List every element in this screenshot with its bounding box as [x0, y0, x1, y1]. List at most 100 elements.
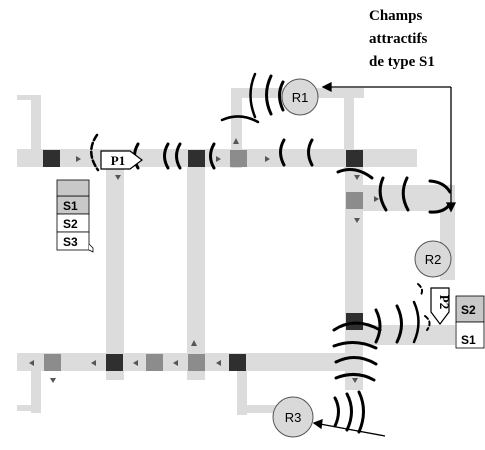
- node-mid: [346, 192, 363, 209]
- node-mid: [188, 354, 205, 371]
- track-nodes: [43, 150, 363, 371]
- track-segment: [237, 370, 247, 415]
- product-label: P1: [111, 153, 125, 168]
- arrow-down-icon: [50, 378, 56, 383]
- product-tag: [430, 287, 450, 325]
- arrow-left-icon: [29, 360, 34, 366]
- arrow-right-icon: [216, 156, 221, 162]
- arrow-left-icon: [91, 360, 96, 366]
- product-p1: P1: [100, 150, 143, 170]
- robot-r3: R3: [272, 396, 314, 438]
- field-arc: [278, 80, 285, 112]
- field-arc: [374, 308, 382, 344]
- track-segment: [31, 95, 41, 159]
- annotation-pointer: [312, 81, 457, 437]
- robot-circle: [414, 240, 452, 278]
- product-label: P2: [437, 295, 452, 309]
- arrow-down-icon: [352, 378, 358, 383]
- direction-arrows: [29, 138, 379, 383]
- field-arc: [249, 72, 257, 119]
- stack-top-box: [56, 179, 90, 197]
- stack-item: S1: [63, 199, 78, 213]
- field-arc: [175, 142, 182, 170]
- field-arc: [412, 300, 420, 344]
- node-mid: [44, 354, 61, 371]
- robot-circle: [272, 396, 314, 438]
- field-arc: [395, 304, 403, 344]
- arrow-down-icon: [445, 202, 457, 213]
- track-segment: [344, 88, 364, 98]
- stack-cell: [455, 321, 485, 349]
- stack-item: S3: [63, 235, 78, 249]
- track-segment: [106, 160, 124, 380]
- attractive-field-arcs: [90, 72, 452, 434]
- track-segment: [187, 160, 205, 380]
- pointer-line: [319, 423, 386, 437]
- annotation-text: Champs attractifs de type S1: [369, 8, 435, 70]
- robot-circle: [281, 78, 319, 116]
- arrow-down-icon: [115, 175, 121, 180]
- node-mid: [230, 150, 247, 167]
- field-arc: [424, 315, 431, 331]
- field-arc: [378, 176, 388, 212]
- stack-item: S2: [461, 303, 476, 317]
- arrow-left-icon: [216, 360, 221, 366]
- node-mid: [146, 354, 163, 371]
- track-segment: [345, 185, 455, 211]
- field-arc: [220, 115, 260, 124]
- arrow-down-icon: [354, 175, 360, 180]
- stack-item: S1: [461, 333, 476, 347]
- field-arc: [336, 168, 374, 180]
- node-dark: [346, 150, 363, 167]
- field-arc: [265, 74, 273, 116]
- field-arc: [357, 390, 365, 434]
- node-dark: [188, 150, 205, 167]
- field-arc: [307, 138, 314, 167]
- track-segment: [31, 353, 41, 413]
- field-arc: [401, 176, 410, 212]
- arrow-right-icon: [265, 156, 270, 162]
- track-segment: [237, 405, 277, 413]
- annotation-line: attractifs: [369, 31, 427, 47]
- track-segment: [17, 95, 39, 100]
- field-arc: [428, 179, 452, 194]
- robot-label: R3: [285, 410, 302, 425]
- arrow-left-icon: [133, 360, 138, 366]
- arrow-left-icon: [173, 360, 178, 366]
- field-arc: [209, 142, 216, 170]
- field-arc: [279, 138, 286, 167]
- node-dark: [106, 354, 123, 371]
- robot-r1: R1: [281, 78, 319, 116]
- stack-cell: [56, 231, 90, 251]
- node-dark: [346, 313, 363, 330]
- field-arc: [332, 321, 382, 332]
- arrow-down-icon: [354, 218, 360, 223]
- arrow-right-icon: [76, 156, 81, 162]
- track-segment: [231, 88, 242, 168]
- stack-left: S1 S2 S3: [56, 179, 94, 253]
- product-tag: [100, 150, 143, 170]
- robot-label: R1: [292, 90, 309, 105]
- stack-fold: [88, 243, 94, 253]
- product-p2: P2: [430, 287, 452, 325]
- node-dark: [229, 354, 246, 371]
- field-arc: [333, 396, 340, 428]
- robot-label: R2: [425, 252, 442, 267]
- field-arc: [163, 142, 170, 170]
- stack-cell: [455, 295, 485, 323]
- annotation-line: Champs: [369, 8, 423, 24]
- arrow-right-icon: [374, 196, 379, 202]
- arrow-up-icon: [191, 340, 197, 346]
- field-arc: [345, 392, 353, 432]
- field-arc: [334, 356, 378, 366]
- stack-right: S2 S1: [455, 295, 485, 349]
- field-arc: [417, 283, 424, 297]
- node-dark: [43, 150, 60, 167]
- arrow-left-icon: [312, 419, 323, 430]
- track-segment: [344, 88, 354, 168]
- robot-r2: R2: [414, 240, 452, 278]
- field-arc: [334, 373, 376, 382]
- field-arc: [332, 341, 378, 350]
- annotation-line: de type S1: [369, 54, 435, 70]
